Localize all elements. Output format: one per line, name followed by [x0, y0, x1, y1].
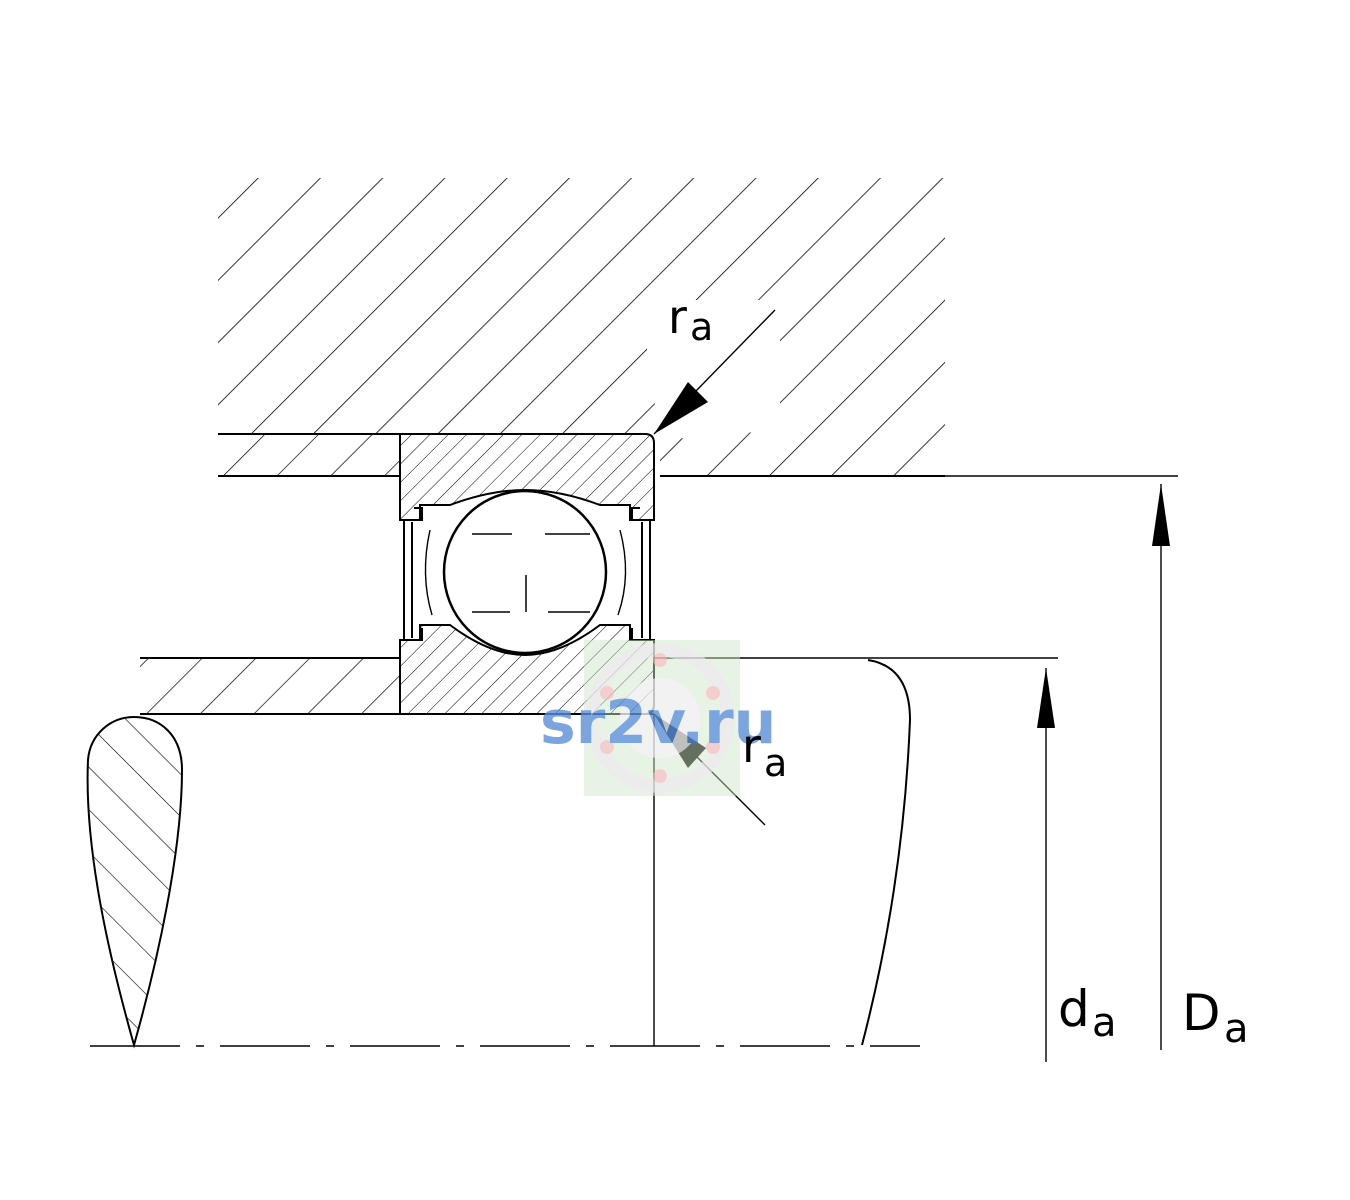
svg-text:a: a: [690, 305, 713, 349]
svg-text:d: d: [1058, 980, 1090, 1038]
bearing-logo-icon: [585, 643, 735, 793]
svg-text:a: a: [1224, 1006, 1249, 1052]
label-ra-bottom: r a: [742, 719, 787, 785]
label-ra-top: r a: [668, 290, 713, 349]
dimension-arrow-da-large: [1152, 484, 1170, 1050]
radius-pointer-top: [653, 309, 776, 435]
seal-right: [617, 507, 651, 641]
shaft-break-left: [86, 715, 184, 1049]
svg-text:r: r: [742, 719, 761, 773]
label-da-small: d a: [1058, 980, 1117, 1046]
shaft-break-right: [861, 659, 912, 1046]
outer-ring: [399, 433, 655, 521]
svg-text:a: a: [764, 741, 787, 785]
watermark: sr2v.ru: [540, 640, 776, 796]
dimension-arrow-da-small: [1037, 668, 1055, 1062]
ball: [442, 489, 608, 655]
svg-text:D: D: [1182, 984, 1221, 1042]
svg-text:a: a: [1092, 1000, 1117, 1046]
svg-text:r: r: [668, 290, 687, 344]
watermark-text: sr2v.ru: [540, 688, 776, 758]
extension-lines: [653, 475, 1178, 1046]
shaft-shoulder: [140, 657, 654, 715]
seal-left: [403, 507, 433, 641]
label-da-large: D a: [1182, 984, 1249, 1052]
